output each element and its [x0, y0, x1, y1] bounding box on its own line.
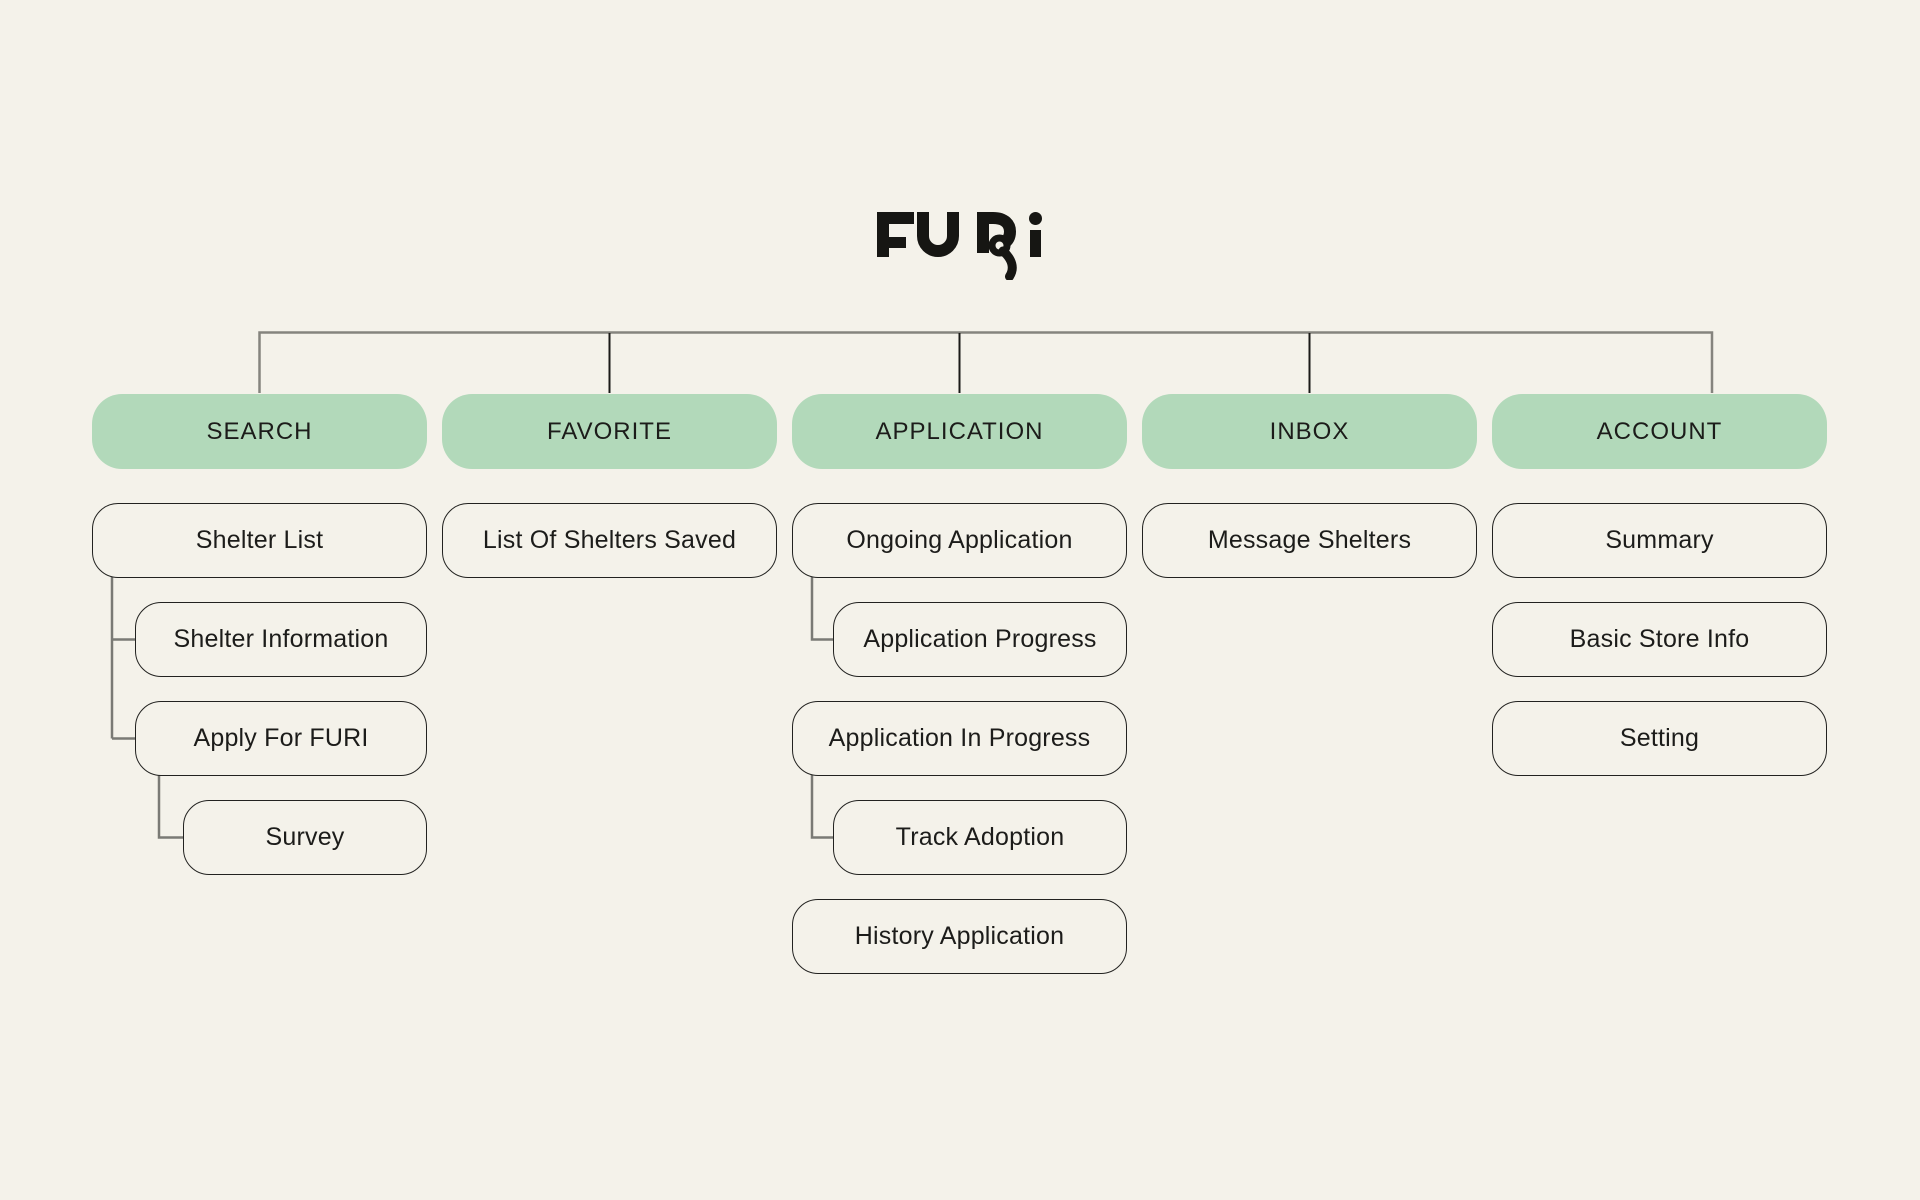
node-label: Shelter Information — [173, 625, 389, 653]
node-setting[interactable]: Setting — [1492, 701, 1827, 776]
node-label: Message Shelters — [1207, 526, 1412, 554]
node-application[interactable]: APPLICATION — [792, 394, 1127, 469]
node-application-progress[interactable]: Application Progress — [833, 602, 1127, 677]
node-label: Application Progress — [863, 625, 1097, 653]
node-label: Survey — [265, 823, 345, 851]
node-history-application[interactable]: History Application — [792, 899, 1127, 974]
node-label: Basic Store Info — [1569, 625, 1750, 653]
node-shelter-list[interactable]: Shelter List — [92, 503, 427, 578]
top-tree-connector — [258, 331, 1714, 393]
node-search[interactable]: SEARCH — [92, 394, 427, 469]
survey-branch-connector — [157, 775, 184, 839]
node-label: INBOX — [1269, 417, 1350, 445]
node-label: Application In Progress — [828, 724, 1091, 752]
node-label: SEARCH — [206, 417, 313, 445]
top-tree-drops — [608, 333, 1311, 393]
node-label: History Application — [854, 922, 1065, 950]
node-apply-for-furi[interactable]: Apply For FURI — [135, 701, 427, 776]
logo-letter-u — [917, 212, 959, 257]
logo-letter-r — [977, 212, 1017, 280]
node-shelter-information[interactable]: Shelter Information — [135, 602, 427, 677]
node-label: ACCOUNT — [1596, 417, 1723, 445]
node-label: Apply For FURI — [193, 724, 369, 752]
node-ongoing-application[interactable]: Ongoing Application — [792, 503, 1127, 578]
node-survey[interactable]: Survey — [183, 800, 427, 875]
node-label: FAVORITE — [547, 417, 672, 445]
node-account[interactable]: ACCOUNT — [1492, 394, 1827, 469]
node-label: Ongoing Application — [846, 526, 1073, 554]
node-list-of-shelters-saved[interactable]: List Of Shelters Saved — [442, 503, 777, 578]
search-branch-connector — [110, 577, 136, 740]
node-label: Summary — [1605, 526, 1714, 554]
node-message-shelters[interactable]: Message Shelters — [1142, 503, 1477, 578]
node-label: Shelter List — [195, 526, 324, 554]
node-application-in-progress[interactable]: Application In Progress — [792, 701, 1127, 776]
node-summary[interactable]: Summary — [1492, 503, 1827, 578]
furi-logo — [877, 212, 1042, 280]
logo-letter-i — [1030, 230, 1041, 257]
node-label: Setting — [1619, 724, 1700, 752]
node-label: List Of Shelters Saved — [482, 526, 737, 554]
node-label: APPLICATION — [875, 417, 1044, 445]
node-track-adoption[interactable]: Track Adoption — [833, 800, 1127, 875]
node-basic-store-info[interactable]: Basic Store Info — [1492, 602, 1827, 677]
node-label: Track Adoption — [895, 823, 1065, 851]
node-favorite[interactable]: FAVORITE — [442, 394, 777, 469]
node-inbox[interactable]: INBOX — [1142, 394, 1477, 469]
